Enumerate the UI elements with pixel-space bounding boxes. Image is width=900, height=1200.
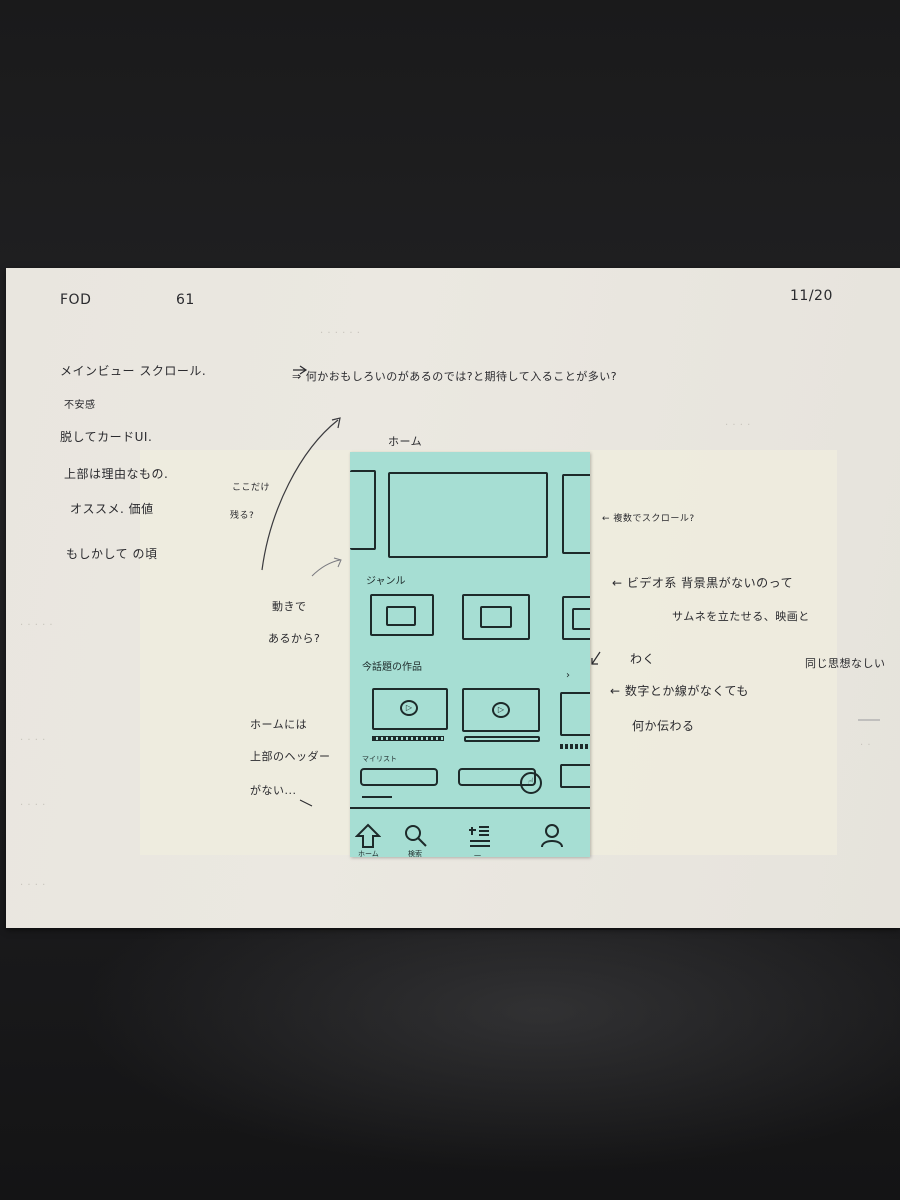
- side-note-curve-2: 残る?: [230, 511, 255, 521]
- progress-bar: [464, 736, 540, 742]
- screen-title: ホーム: [388, 435, 423, 448]
- section-label-mylist: マイリスト: [362, 755, 397, 763]
- left-note-6: もしかして の頃: [66, 547, 158, 561]
- genre-inner: [572, 608, 590, 630]
- side-note-header-2: 上部のヘッダー: [250, 750, 331, 763]
- top-note: ⇒ 何かおもしろいのがあるのでは?と期待して入ることが多い?: [292, 370, 618, 383]
- ghost-text: · · · · ·: [20, 620, 54, 631]
- play-icon: ▷: [400, 700, 418, 716]
- play-icon: ▷: [492, 702, 510, 718]
- tab-search-label: 検索: [408, 850, 422, 857]
- tab-home-label: ホーム: [358, 850, 379, 857]
- right-note-carousel: ← 複数でスクロール?: [602, 514, 695, 524]
- side-note-header-1: ホームには: [250, 718, 308, 731]
- right-note-video-bg-2: サムネを立たせる、映画と: [672, 610, 810, 623]
- search-icon: [405, 825, 427, 847]
- side-note-motion-2: あるから?: [268, 632, 321, 645]
- side-note-curve-1: ここだけ: [232, 483, 271, 493]
- divider: [362, 796, 392, 798]
- tab-search[interactable]: [400, 823, 432, 849]
- left-note-1: メインビュー スクロール.: [60, 364, 207, 378]
- right-note-icon-2: 何か伝わる: [632, 719, 695, 733]
- header-number: 61: [176, 292, 195, 308]
- tab-home[interactable]: [352, 823, 384, 849]
- left-note-2: 不安感: [64, 400, 96, 411]
- genre-card[interactable]: [370, 594, 434, 636]
- ghost-text: · · · ·: [725, 420, 751, 431]
- genre-inner: [386, 606, 416, 626]
- carousel-card-prev: [350, 470, 376, 550]
- video-card-partial[interactable]: [560, 692, 590, 736]
- carousel-card-next: [562, 474, 590, 554]
- wireframe-sticky-note: ジャンル 今話題の作品 › ▷ ▷ マイリスト ☝ ホーム: [350, 452, 590, 857]
- chevron-right-icon[interactable]: ›: [566, 670, 570, 681]
- side-note-motion-1: 動きで: [272, 600, 307, 613]
- home-icon: [355, 823, 381, 848]
- section-label-genre: ジャンル: [366, 576, 406, 587]
- left-note-4: 上部は理由なもの.: [64, 467, 169, 481]
- genre-card[interactable]: [462, 594, 530, 640]
- right-note-video-bg-3: 同じ思想なしい: [805, 657, 886, 670]
- section-label-trending: 今話題の作品: [362, 662, 422, 673]
- genre-inner: [480, 606, 512, 628]
- carousel-card-main[interactable]: [388, 472, 548, 558]
- date-text: 11/20: [790, 288, 833, 304]
- progress-bar: [372, 736, 444, 741]
- list-icon: [469, 826, 490, 847]
- tab-list[interactable]: [464, 823, 496, 849]
- hand-cursor-icon: ☝: [520, 772, 542, 794]
- ghost-text: · ·: [860, 740, 872, 751]
- tab-list-label: 一: [474, 852, 481, 857]
- right-note-video-bg: ← ビデオ系 背景黒がないのって: [612, 576, 794, 590]
- ghost-text: · · · · · ·: [320, 328, 361, 339]
- ghost-text: · · · ·: [20, 800, 46, 811]
- right-note-icon: ← 数字とか線がなくても: [610, 684, 749, 698]
- bottom-tab-bar: ホーム 検索 一: [350, 807, 590, 857]
- side-note-header-3: がない...: [250, 784, 297, 797]
- video-card[interactable]: ▷: [372, 688, 448, 730]
- left-note-3: 脱してカードUI.: [60, 430, 153, 444]
- tab-account[interactable]: [536, 823, 568, 849]
- left-note-5: オススメ. 価値: [70, 502, 154, 516]
- table-surface: [0, 930, 900, 1200]
- video-card[interactable]: ▷: [462, 688, 540, 732]
- ghost-text: · · · ·: [20, 880, 46, 891]
- mylist-card[interactable]: [360, 768, 438, 786]
- right-note-frame: わく: [630, 652, 656, 666]
- progress-bar: [560, 744, 590, 749]
- mylist-card-partial[interactable]: [560, 764, 590, 788]
- genre-card-partial[interactable]: [562, 596, 590, 640]
- ghost-text: · · · ·: [20, 735, 46, 746]
- header-left: FOD: [60, 292, 92, 308]
- user-icon: [541, 824, 563, 848]
